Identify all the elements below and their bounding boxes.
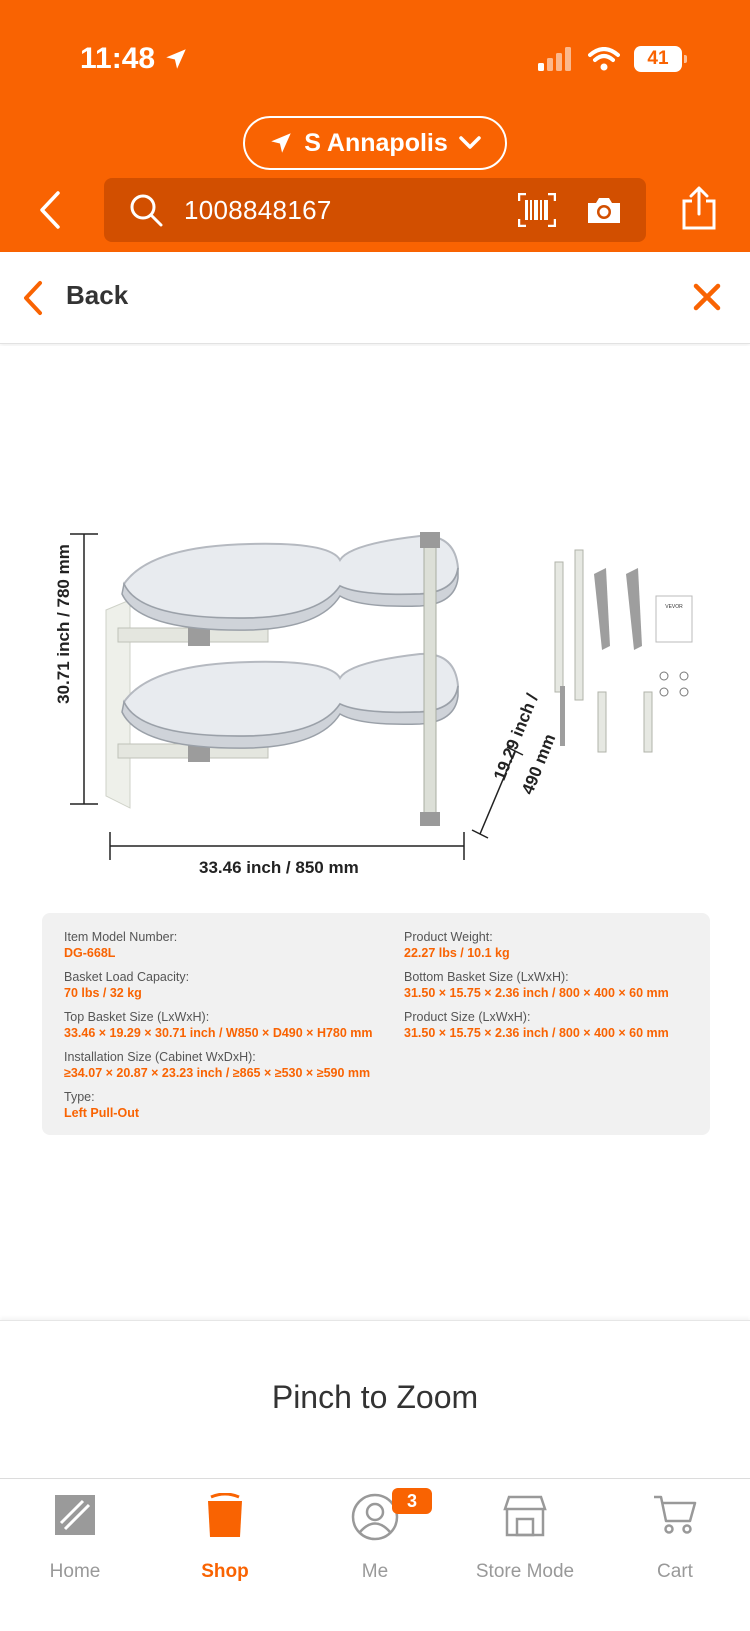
tab-cart[interactable]: Cart xyxy=(600,1479,750,1599)
spec-item: Installation Size (Cabinet WxDxH): ≥34.0… xyxy=(64,1050,371,1080)
tab-me[interactable]: Me xyxy=(300,1479,450,1599)
brand-mark: VEVOR xyxy=(665,604,683,610)
location-arrow-icon xyxy=(271,133,291,153)
store-icon xyxy=(503,1495,547,1537)
me-notification-badge: 3 xyxy=(392,1488,432,1514)
status-time: 11:48 xyxy=(80,42,189,76)
product-image: VEVOR xyxy=(70,532,693,860)
zoom-hint-panel: Pinch to Zoom xyxy=(0,1320,750,1478)
home-depot-logo-icon xyxy=(55,1495,95,1535)
store-selector[interactable]: S Annapolis xyxy=(243,116,507,170)
chevron-down-icon xyxy=(459,136,481,149)
camera-icon[interactable] xyxy=(586,194,622,226)
tab-shop[interactable]: Shop xyxy=(150,1479,300,1599)
search-icon xyxy=(130,194,163,227)
store-name: S Annapolis xyxy=(304,128,448,157)
spec-item: Top Basket Size (LxWxH): 33.46 × 19.29 ×… xyxy=(64,1010,373,1040)
search-bar[interactable]: 1008848167 xyxy=(104,178,646,242)
shop-bucket-icon xyxy=(208,1493,242,1537)
person-icon xyxy=(351,1493,399,1541)
tab-store-mode[interactable]: Store Mode xyxy=(450,1479,600,1599)
back-button[interactable]: Back xyxy=(66,280,129,310)
location-arrow-icon xyxy=(166,49,186,69)
product-spec-table: Item Model Number: DG-668L Product Weigh… xyxy=(42,913,710,1135)
spec-item: Item Model Number: DG-668L xyxy=(64,930,178,960)
zoom-hint: Pinch to Zoom xyxy=(271,1379,479,1415)
back-bar: Back xyxy=(0,252,750,344)
dimension-width-label: 33.46 inch / 850 mm xyxy=(199,858,359,877)
search-input[interactable]: 1008848167 xyxy=(184,194,332,225)
spec-item: Product Size (LxWxH): 31.50 × 15.75 × 2.… xyxy=(404,1010,669,1040)
cart-icon xyxy=(654,1495,697,1534)
cellular-signal-icon xyxy=(538,47,571,71)
barcode-scan-icon[interactable] xyxy=(518,193,556,227)
chevron-left-icon[interactable] xyxy=(22,280,44,316)
tab-home[interactable]: Home xyxy=(0,1479,150,1599)
bottom-tab-bar: Home Shop Me Store Mode Cart xyxy=(0,1478,750,1631)
close-icon[interactable] xyxy=(692,282,722,312)
battery-indicator: 41 xyxy=(634,46,687,72)
spec-item: Basket Load Capacity: 70 lbs / 32 kg xyxy=(64,970,190,1000)
status-indicators: 41 xyxy=(538,46,687,72)
spec-item: Bottom Basket Size (LxWxH): 31.50 × 15.7… xyxy=(404,970,669,1000)
app-header: 11:48 41 S Annapolis 1008848167 xyxy=(0,0,750,252)
product-image-viewer[interactable]: VEVOR 30.71 inch / 780 mm 33.46 inch / 8… xyxy=(0,346,750,1316)
share-icon[interactable] xyxy=(680,186,718,230)
dimension-height-label: 30.71 inch / 780 mm xyxy=(54,544,73,704)
chevron-left-icon[interactable] xyxy=(34,190,68,230)
spec-item: Type: Left Pull-Out xyxy=(64,1090,139,1120)
wifi-icon xyxy=(588,47,620,71)
spec-item: Product Weight: 22.27 lbs / 10.1 kg xyxy=(404,930,510,960)
